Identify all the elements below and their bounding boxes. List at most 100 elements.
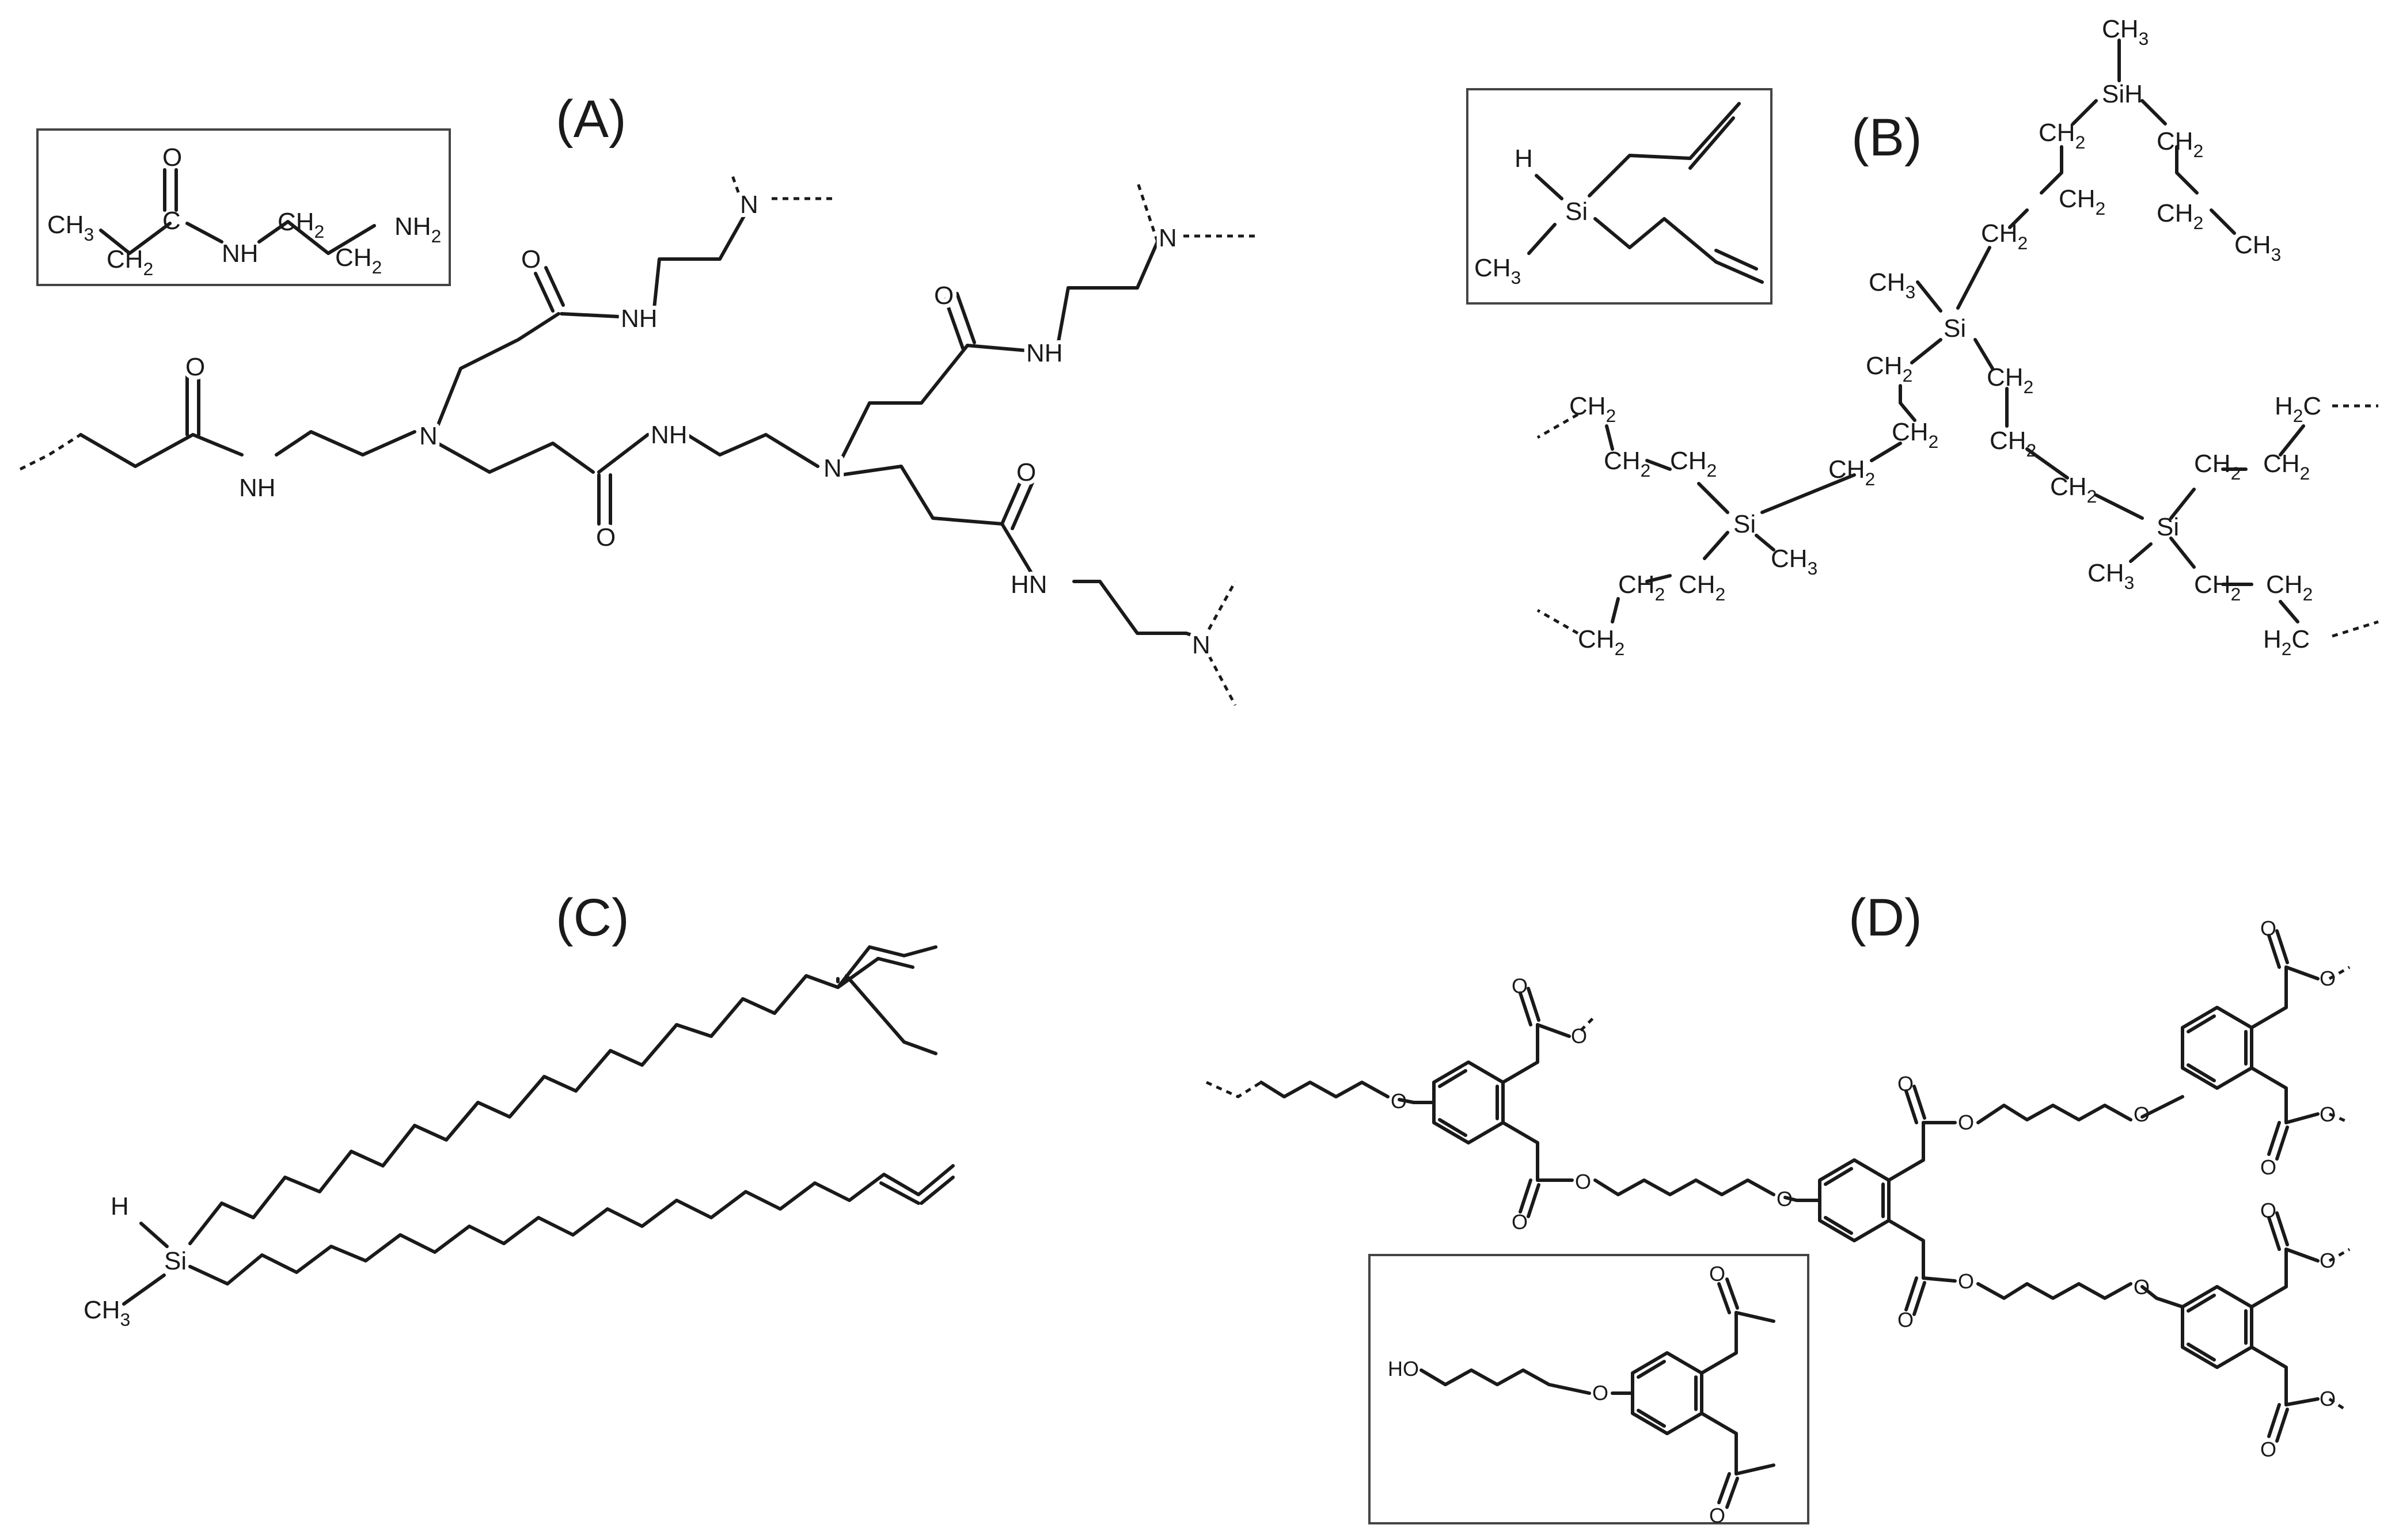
atom-label: O	[1897, 1072, 1914, 1096]
atom-label: SiH	[2102, 80, 2143, 108]
atom-label: HN	[1011, 571, 1047, 599]
panel-d-polymer: O O O O O O O O O O O O O O O O O O O O	[1205, 917, 2351, 1461]
atom-label: CH2	[2194, 450, 2241, 484]
atom-label: CH2	[1578, 625, 1624, 659]
atom-label: HO	[1388, 1357, 1419, 1381]
atom-label: CH2	[2157, 199, 2203, 233]
atom-label: NH	[621, 305, 658, 333]
atom-label: CH2	[2263, 450, 2310, 484]
atom-label: C	[162, 207, 181, 235]
atom-label: Si	[2157, 513, 2179, 541]
panel-b: (B) H Si CH3	[1466, 15, 2379, 659]
atom-label: CH2	[1987, 363, 2033, 397]
atom-label: CH2	[1618, 571, 1665, 604]
atom-label: O	[1016, 458, 1036, 486]
atom-label: CH2	[1569, 392, 1616, 426]
atom-label: NH	[222, 239, 259, 268]
atom-label: CH2	[1866, 352, 1912, 386]
atom-label: O	[2320, 1249, 2336, 1272]
atom-label: NH2	[394, 212, 441, 246]
panel-d: (D) HO O O O	[1205, 888, 2351, 1527]
atom-label: CH2	[1990, 427, 2036, 461]
atom-label: O	[1958, 1111, 1974, 1134]
atom-label: O	[2260, 1155, 2276, 1179]
atom-label: O	[596, 523, 616, 552]
atom-label: O	[934, 282, 954, 310]
panel-d-monomer: HO O O O	[1388, 1262, 1775, 1527]
panel-a-inset-box	[36, 128, 451, 286]
atom-label: CH2	[2157, 127, 2203, 161]
atom-label: N	[823, 454, 842, 482]
atom-label: CH2	[2050, 473, 2097, 507]
atom-label: O	[1897, 1308, 1914, 1332]
atom-label: CH2	[1828, 455, 1875, 489]
atom-label: N	[1159, 224, 1177, 252]
atom-label: O	[2320, 1102, 2336, 1126]
atom-label: CH3	[1474, 254, 1521, 288]
atom-label: Si	[1944, 314, 1966, 343]
atom-label: O	[1958, 1269, 1974, 1293]
panel-a: (A) CH3 CH2 C O NH CH2 CH2 NH2	[19, 90, 1255, 706]
atom-label: O	[1512, 974, 1528, 998]
panel-b-tag: (B)	[1851, 108, 1922, 167]
panel-b-polymer: CH3 SiH CH2 CH2 CH2 CH2 CH2 CH3 CH3 Si C…	[1536, 15, 2379, 659]
atom-label: O	[1592, 1381, 1608, 1405]
atom-label: CH2	[1892, 418, 1938, 452]
atom-label: NH	[1026, 339, 1063, 367]
atom-label: O	[1391, 1089, 1407, 1113]
atom-label: O	[1709, 1262, 1725, 1286]
panel-b-inset-box	[1466, 88, 1772, 305]
atom-label: N	[1192, 631, 1210, 659]
atom-label: O	[185, 353, 205, 381]
atom-label: NH	[651, 421, 688, 449]
panel-c: (C) H Si CH3	[83, 888, 955, 1330]
atom-label: Si	[1733, 510, 1756, 538]
atom-label: O	[2320, 1387, 2336, 1410]
panel-b-monomer: H Si CH3	[1474, 102, 1764, 288]
panel-c-tag: (C)	[556, 888, 629, 947]
atom-label: O	[2134, 1102, 2150, 1126]
atom-label: Si	[164, 1247, 187, 1275]
atom-label: CH2	[335, 244, 382, 277]
atom-label: H	[1515, 145, 1533, 173]
atom-label: O	[1777, 1187, 1793, 1211]
panel-c-monomer: H Si CH3	[83, 945, 955, 1330]
panel-d-inset-box	[1368, 1254, 1809, 1524]
atom-label: O	[1571, 1024, 1587, 1048]
atom-label: O	[1512, 1210, 1528, 1234]
atom-label: O	[162, 143, 182, 172]
panel-d-tag: (D)	[1849, 888, 1922, 947]
atom-label: H2C	[2263, 625, 2310, 659]
atom-label: NH	[239, 474, 276, 502]
atom-label: CH3	[2102, 15, 2149, 49]
atom-label: O	[2260, 917, 2276, 940]
atom-label: H	[111, 1192, 129, 1220]
atom-label: O	[2134, 1275, 2150, 1299]
atom-label: CH2	[1679, 571, 1725, 604]
atom-label: CH2	[278, 208, 324, 242]
atom-label: CH3	[2234, 231, 2281, 265]
atom-label: CH2	[2039, 119, 2085, 153]
atom-label: O	[2260, 1438, 2276, 1461]
panel-a-monomer: CH3 CH2 C O NH CH2 CH2 NH2	[47, 143, 441, 279]
atom-label: CH2	[2266, 571, 2313, 604]
atom-label: CH2	[1604, 447, 1650, 481]
atom-label: CH2	[2059, 185, 2105, 219]
atom-label: CH2	[2194, 571, 2241, 604]
atom-label: O	[2260, 1199, 2276, 1222]
atom-label: CH3	[47, 211, 94, 245]
atom-label: CH3	[1869, 268, 1915, 302]
panel-a-tag: (A)	[556, 90, 627, 149]
atom-label: O	[1709, 1504, 1725, 1527]
atom-label: CH2	[1670, 447, 1717, 481]
atom-label: CH3	[1771, 545, 1817, 579]
atom-label: O	[2320, 967, 2336, 990]
atom-label: N	[740, 191, 758, 219]
atom-label: Si	[1565, 197, 1588, 226]
atom-label: N	[419, 422, 438, 450]
atom-label: CH2	[107, 245, 153, 279]
atom-label: CH2	[1981, 219, 2028, 253]
atom-label: O	[1575, 1170, 1591, 1193]
